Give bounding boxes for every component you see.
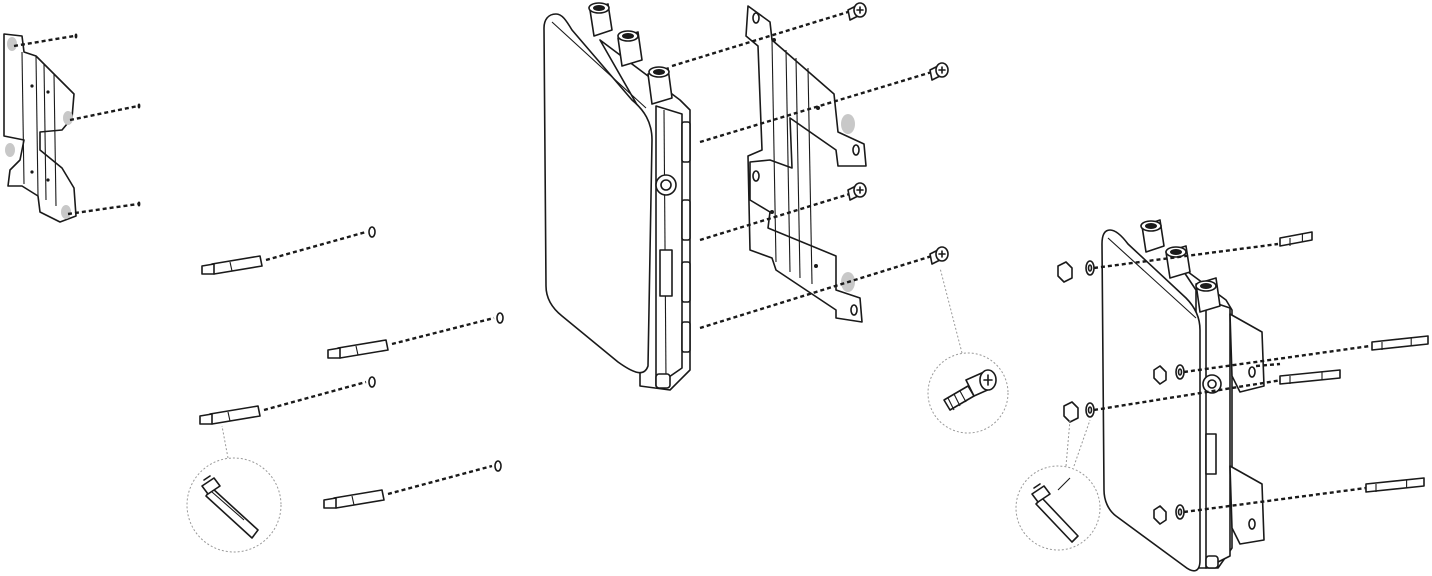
drill-hole — [369, 377, 375, 387]
threaded-rod — [1280, 370, 1340, 384]
washer — [1086, 403, 1094, 417]
washer — [1176, 505, 1184, 519]
drill-mark — [138, 202, 141, 207]
nut — [1058, 262, 1072, 282]
screw-detail-callout — [928, 268, 1008, 433]
screw — [930, 247, 948, 264]
antenna-connector — [648, 67, 672, 104]
wall-anchor — [328, 313, 503, 358]
mounting-plate-template — [4, 34, 140, 223]
threaded-rod — [1372, 336, 1428, 350]
access-point-device — [544, 3, 690, 390]
screw — [848, 3, 866, 20]
mounted-access-point — [1102, 220, 1264, 571]
drill-mark — [75, 34, 78, 39]
mounting-bracket — [746, 6, 866, 322]
threaded-rod — [1280, 232, 1312, 246]
wall-anchor — [324, 461, 501, 508]
mounted-anchor-detail-callout — [1016, 420, 1100, 550]
threaded-rods-group — [1280, 232, 1428, 492]
bracket-screws-group — [848, 3, 948, 264]
drill-hole — [497, 313, 503, 323]
drill-hole — [495, 461, 501, 471]
screw — [848, 183, 866, 200]
wall-anchors-group — [200, 227, 503, 508]
drill-mark — [138, 104, 141, 109]
screw — [930, 63, 948, 80]
wall-anchor — [200, 377, 375, 424]
antenna-connector — [589, 3, 612, 36]
nut — [1064, 402, 1078, 422]
drill-hole — [369, 227, 375, 237]
threaded-rod — [1366, 478, 1424, 492]
anchor-detail-callout — [187, 426, 281, 552]
antenna-connector — [618, 31, 642, 66]
wall-anchor — [202, 227, 375, 274]
washer — [1176, 365, 1184, 379]
washer — [1086, 261, 1094, 275]
